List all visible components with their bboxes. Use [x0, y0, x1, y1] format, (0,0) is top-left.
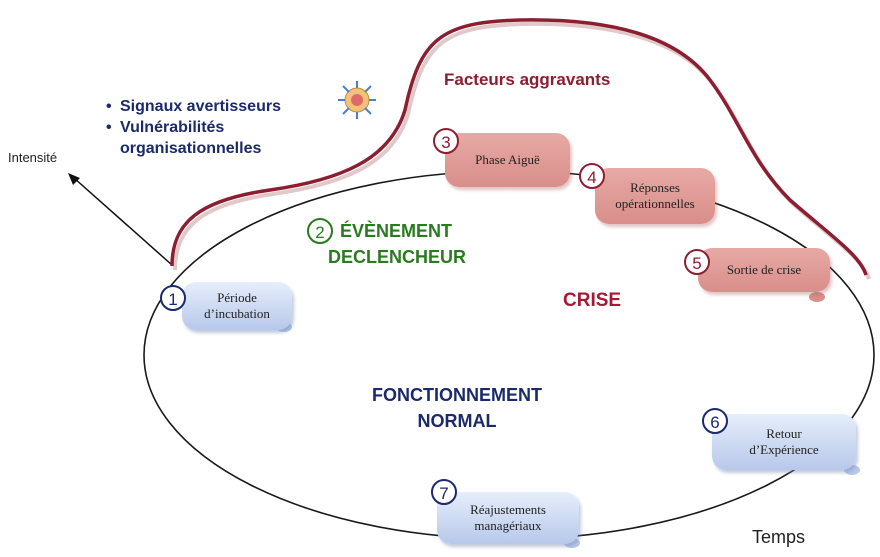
signal-item: organisationnelles: [120, 140, 262, 157]
stage-line: opérationnelles: [615, 196, 695, 211]
stage-line: Phase Aiguë: [475, 152, 540, 167]
trigger-event-line2: DECLENCHEUR: [328, 247, 467, 267]
stage-number-badge: 6: [702, 408, 728, 434]
stage-number-badge: 1: [160, 285, 186, 311]
stage-line: Période: [217, 290, 257, 305]
normal-label-line2: NORMAL: [417, 411, 497, 431]
stage-number-badge: 7: [431, 479, 457, 505]
crisis-intensity-curve: [170, 18, 868, 276]
stage-line: Réajustements: [470, 502, 546, 517]
stage-number-badge: 3: [433, 128, 459, 154]
stage-line: Retour: [766, 426, 802, 441]
stage-crisis-exit-box: Sortie de crise: [698, 248, 830, 292]
aggravating-factors-label: Facteurs aggravants: [444, 70, 611, 89]
bubble-tail: [809, 292, 825, 302]
trigger-event-line1: ÉVÈNEMENT: [340, 221, 453, 241]
stage-line: managériaux: [474, 518, 542, 533]
normal-operation-ellipse: [143, 170, 875, 540]
time-axis-label: Temps: [752, 527, 806, 547]
stage-line: d’Expérience: [749, 442, 819, 457]
stage-line: Réponses: [630, 180, 680, 195]
normal-operation-label: FONCTIONNEMENT NORMAL: [352, 382, 562, 434]
signal-item: Signaux avertisseurs: [120, 98, 281, 115]
stage-number-badge: 4: [579, 163, 605, 189]
normal-label-line1: FONCTIONNEMENT: [372, 385, 542, 405]
warning-signals-list: •Signaux avertisseurs •Vulnérabilités or…: [106, 98, 281, 157]
intensity-arrow-head: [68, 173, 80, 185]
crisis-label: CRISE: [563, 290, 622, 311]
signal-item: Vulnérabilités: [120, 119, 225, 136]
trigger-number-badge: 2: [307, 218, 333, 244]
stage-acute-phase-box: Phase Aiguë: [445, 133, 570, 187]
intensity-axis-arrow: [73, 177, 173, 266]
stage-line: d’incubation: [204, 306, 270, 321]
virus-icon: [338, 81, 376, 119]
stage-number-badge: 5: [684, 249, 710, 275]
intensity-axis-label: Intensité: [8, 150, 58, 165]
stage-line: Sortie de crise: [726, 262, 802, 277]
